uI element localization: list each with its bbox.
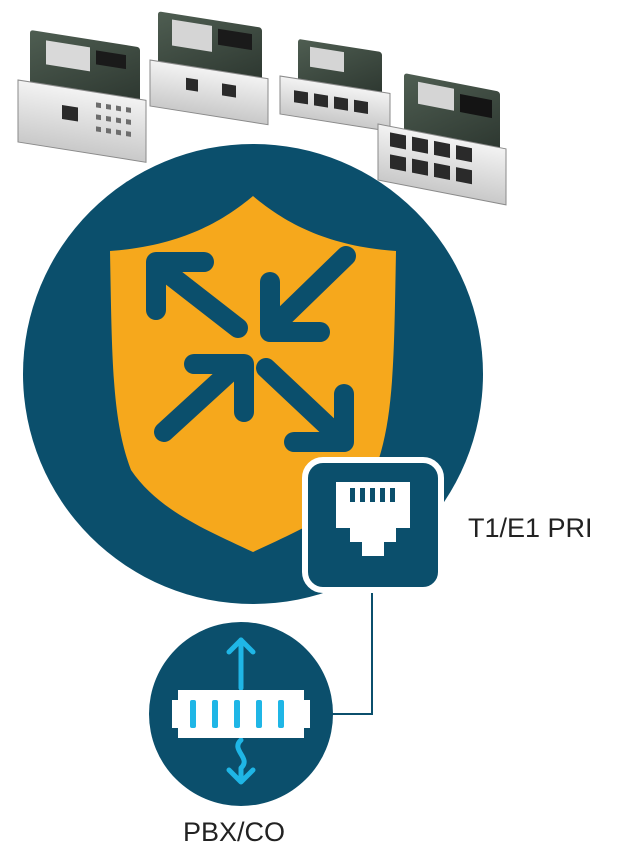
pbx-icon (149, 622, 333, 806)
module-photo-3 (280, 36, 390, 131)
rj45-port-icon (305, 460, 441, 590)
pbx-label: PBX/CO (183, 819, 285, 846)
module-photo-4 (378, 68, 506, 205)
module-photo-1 (18, 28, 146, 162)
port-label: T1/E1 PRI (468, 515, 593, 542)
module-photo-2 (150, 10, 268, 125)
